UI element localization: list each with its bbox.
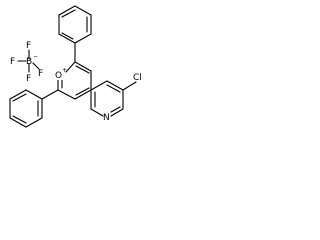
bond-c4-c5-inner [75, 87, 90, 96]
fluorine-right-label: F [38, 69, 43, 79]
bond-pyr-cl [122, 81, 137, 91]
bond-pyr-c [110, 108, 124, 117]
oxygen-label: O [55, 71, 62, 81]
bond-ph1-c [58, 5, 76, 16]
bond-ph1-a [58, 33, 76, 44]
bond-c2-c3 [74, 61, 92, 72]
boron-label: B [26, 57, 32, 67]
oxygen-charge-label: + [62, 67, 67, 74]
bond-pyr-a [106, 80, 124, 91]
bonds [9, 5, 137, 128]
bond-ph1-c-inner [61, 9, 76, 18]
fluorine-left-label: F [10, 57, 15, 67]
bond-ph2-e-inner [12, 93, 27, 102]
bond-pyr-c-inner [110, 106, 121, 113]
nitrogen-label: N [103, 113, 110, 123]
bond-ph2-b [25, 117, 43, 128]
fluorine-top-label: F [26, 41, 31, 51]
bond-c4-pyr [90, 80, 108, 91]
bond-c4-c5 [74, 89, 92, 100]
boron-charge-label: − [33, 53, 38, 60]
bond-ph2-f [25, 89, 43, 100]
bond-o1-c2 [65, 61, 76, 73]
bond-ph2-c-inner [12, 115, 27, 124]
atom-labels: F F B − F F O + Cl N [10, 41, 142, 123]
bond-ph1-f [74, 33, 92, 44]
bond-ph2-e [9, 89, 27, 100]
bond-b-f-right [32, 62, 40, 70]
chemical-structure: F F B − F F O + Cl N [9, 5, 142, 128]
bond-ph2-c [9, 117, 27, 128]
bond-c5-c6 [57, 89, 76, 100]
fluorine-bottom-label: F [26, 74, 31, 84]
bond-ph1-d [74, 5, 92, 16]
bond-ph1-a-inner [61, 32, 74, 40]
bond-pyr-d [90, 108, 104, 117]
bond-c2-c3-inner [75, 65, 90, 74]
chlorine-label: Cl [133, 73, 142, 83]
bond-c6-ph2 [41, 89, 59, 100]
bond-pyr-a-inner [106, 84, 121, 93]
